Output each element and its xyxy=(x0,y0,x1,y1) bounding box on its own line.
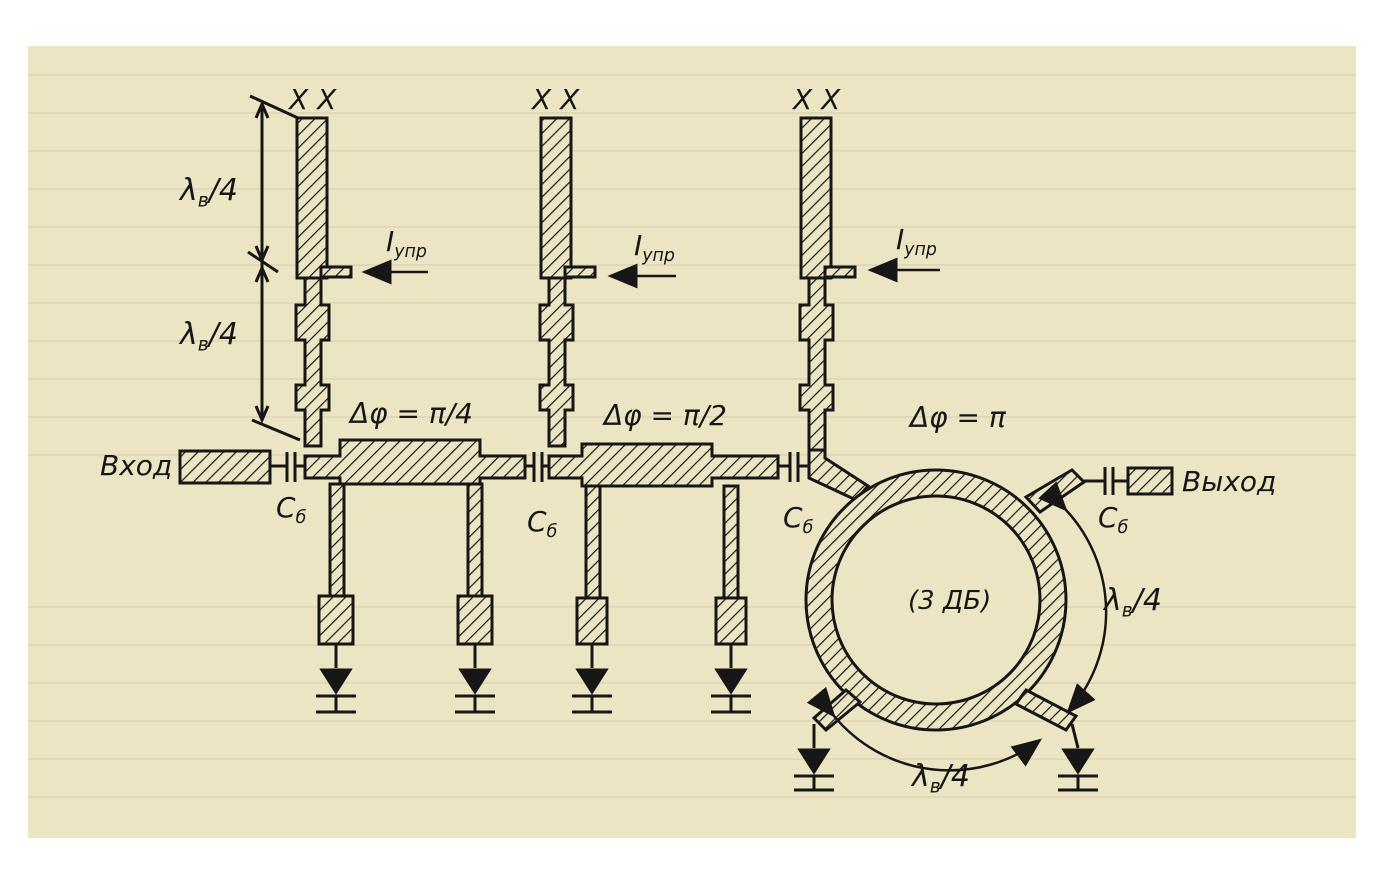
phase-shift-label-3: Δφ = π xyxy=(910,401,1006,434)
stub-1-upper-section xyxy=(295,116,329,280)
short-circuit-mark-1: X X xyxy=(289,83,337,116)
output-label: Выход xyxy=(1182,465,1277,498)
capacitor-label-4: Сб xyxy=(1098,501,1129,539)
line-1-diode-pad-right xyxy=(456,594,494,646)
short-circuit-mark-2: X X xyxy=(532,83,580,116)
stub-2-control-tap xyxy=(563,265,597,279)
diode-1 xyxy=(316,668,356,714)
stub-2-stepped-section xyxy=(538,276,575,448)
stub-1-stepped-section xyxy=(294,276,331,448)
ring-output-arm xyxy=(1023,468,1087,514)
input-line xyxy=(178,449,272,485)
control-current-label-3: Iупр xyxy=(896,223,937,261)
diode-5 xyxy=(794,748,834,792)
capacitor-label-3: Сб xyxy=(783,501,814,539)
diode-3 xyxy=(572,668,612,714)
line-2-diode-branch-right xyxy=(722,484,740,600)
diode-6 xyxy=(1058,748,1098,792)
control-current-label-1: Iупр xyxy=(386,225,427,263)
line-3-feed xyxy=(807,448,871,502)
stub-3-stepped-section xyxy=(798,276,835,452)
input-label: Вход xyxy=(100,449,173,482)
capacitor-label-1: Сб xyxy=(276,491,307,529)
line-1-diode-branch-left xyxy=(328,482,346,598)
lambda-ring-right-label: λв/4 xyxy=(1104,583,1162,622)
line-2-diode-pad-left xyxy=(575,596,609,646)
stage-3-pi xyxy=(798,116,1174,733)
stage-2-pi2 xyxy=(538,116,780,646)
phase-shift-label-1: Δφ = π/4 xyxy=(350,397,473,430)
lambda-upper-label: λв/4 xyxy=(180,173,238,212)
line-1-diode-pad-left xyxy=(317,594,355,646)
output-line xyxy=(1126,466,1174,496)
diode-2 xyxy=(455,668,495,714)
hybrid-ring-label: (3 ДБ) xyxy=(908,586,992,616)
stub-2-upper-section xyxy=(539,116,573,280)
stub-3-upper-section xyxy=(799,116,833,280)
lambda-lower-label: λв/4 xyxy=(180,317,238,356)
line-2-diode-branch-left xyxy=(584,484,602,600)
diode-4 xyxy=(711,668,751,714)
capacitor-label-2: Сб xyxy=(527,505,558,543)
short-circuit-mark-3: X X xyxy=(793,83,841,116)
ring-diode-arm-right xyxy=(1013,688,1079,732)
line-2-diode-pad-right xyxy=(714,596,748,646)
stub-3-control-tap xyxy=(823,265,857,279)
line-2-main xyxy=(547,442,780,488)
paper-page xyxy=(28,46,1356,838)
stage-1-pi4 xyxy=(294,116,527,646)
phase-shift-label-2: Δφ = π/2 xyxy=(604,399,727,432)
ring-diode-arm-left xyxy=(811,688,863,733)
stub-1-control-tap xyxy=(319,265,353,279)
control-current-label-2: Iупр xyxy=(634,229,675,267)
line-1-main xyxy=(303,438,527,486)
line-1-diode-branch-right xyxy=(466,482,484,598)
lambda-ring-bottom-label: λв/4 xyxy=(912,759,970,798)
